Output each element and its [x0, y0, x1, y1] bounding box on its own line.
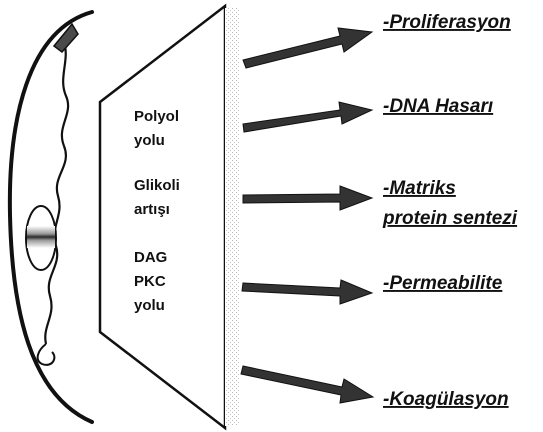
pathway-dag-line2: PKC	[134, 273, 166, 290]
pathway-polyol-line2: yolu	[134, 132, 165, 149]
arrow-matriks	[243, 186, 372, 210]
pathway-dag-line3: yolu	[134, 297, 165, 314]
effect-koagulasyon: -Koagülasyon	[383, 389, 509, 410]
arrow-dna-hasari	[243, 102, 372, 132]
effect-proliferasyon: -Proliferasyon	[383, 12, 511, 33]
effect-matriks-line2: protein sentezi	[382, 208, 518, 229]
nucleus-band	[27, 226, 55, 248]
effect-dna-hasari: -DNA Hasarı	[383, 96, 493, 117]
effect-permeabilite: -Permeabilite	[383, 273, 503, 294]
pathway-glikoli-line1: Glikoli	[134, 177, 180, 194]
pathway-polyol-line1: Polyol	[134, 108, 179, 125]
fiber-bottom-hook	[38, 344, 55, 365]
effect-arrows	[241, 28, 373, 403]
effect-labels: -Proliferasyon -DNA Hasarı -Matriks prot…	[382, 12, 518, 410]
arrow-koagulasyon	[241, 366, 373, 403]
effect-matriks-line1: -Matriks	[383, 178, 456, 199]
trapezoid-speckle-edge	[225, 8, 239, 426]
wavy-fiber	[45, 42, 68, 344]
pathway-dag-line1: DAG	[134, 249, 167, 266]
arrow-proliferasyon	[243, 28, 372, 68]
fiber-top-head	[54, 24, 78, 52]
arrow-permeabilite	[242, 280, 372, 304]
pathway-glikoli-line2: artışı	[134, 201, 170, 218]
